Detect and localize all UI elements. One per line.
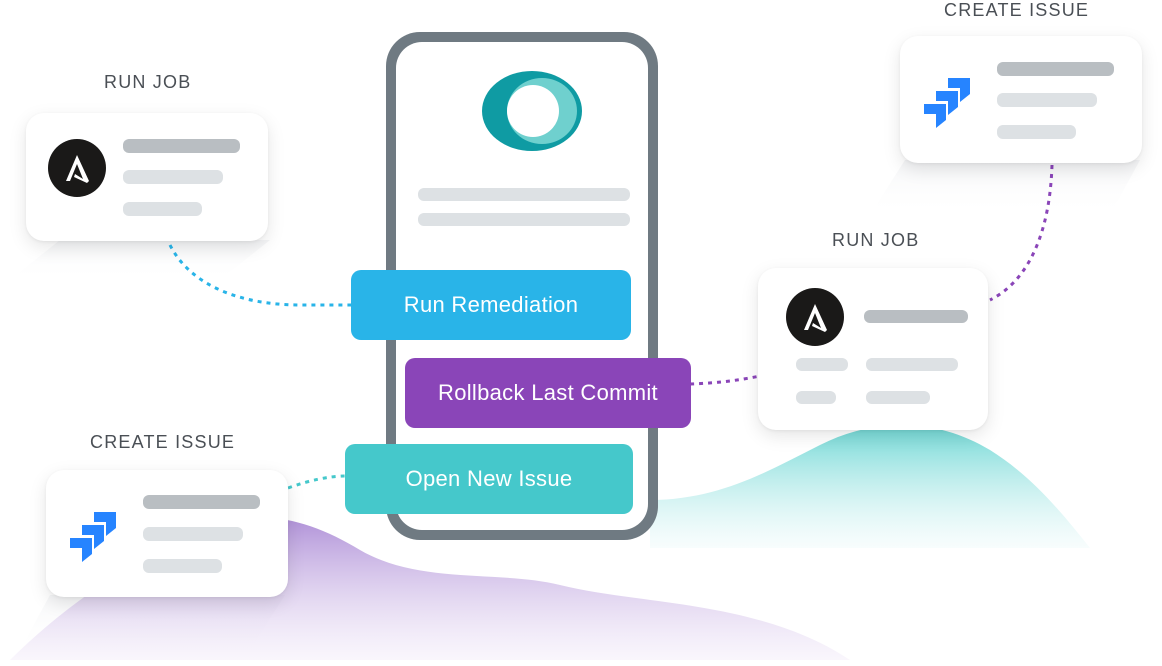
create-issue-card-top (900, 36, 1142, 163)
run-job-label: RUN JOB (104, 72, 192, 92)
card-line (143, 527, 243, 541)
ansible-logo-icon (786, 288, 844, 346)
create-issue-card-bottom (46, 470, 288, 597)
create-issue-label: CREATE ISSUE (90, 432, 236, 452)
card-line (796, 391, 836, 404)
connector-create-issue-top (989, 164, 1054, 302)
create-issue-label: CREATE ISSUE (944, 0, 1090, 20)
card-line (143, 559, 222, 573)
connector-rollback (689, 374, 761, 386)
open-new-issue-button[interactable]: Open New Issue (345, 444, 633, 514)
connector-open-issue (287, 474, 347, 490)
card-line (123, 202, 202, 216)
card-line (143, 495, 260, 509)
run-remediation-button[interactable]: Run Remediation (351, 270, 631, 340)
phone-text-line-1 (418, 188, 630, 201)
card-line (796, 358, 848, 371)
card-line (866, 391, 930, 404)
jira-logo-icon (70, 512, 116, 562)
card-line (997, 93, 1097, 107)
run-job-card-right (758, 268, 988, 430)
phone-text-line-2 (418, 213, 630, 226)
jira-logo-icon (924, 78, 970, 128)
card-line (997, 125, 1076, 139)
connector-run-remediation (168, 244, 352, 307)
card-line (123, 139, 240, 153)
app-ring-logo-icon (482, 71, 582, 151)
teal-blob (650, 424, 1090, 548)
card-line (866, 358, 958, 371)
ansible-logo-icon (48, 139, 106, 197)
run-job-card-left (26, 113, 268, 241)
card-line (864, 310, 968, 323)
card-line (123, 170, 223, 184)
card-line (997, 62, 1114, 76)
rollback-last-commit-button[interactable]: Rollback Last Commit (405, 358, 691, 428)
run-job-label: RUN JOB (832, 230, 920, 250)
